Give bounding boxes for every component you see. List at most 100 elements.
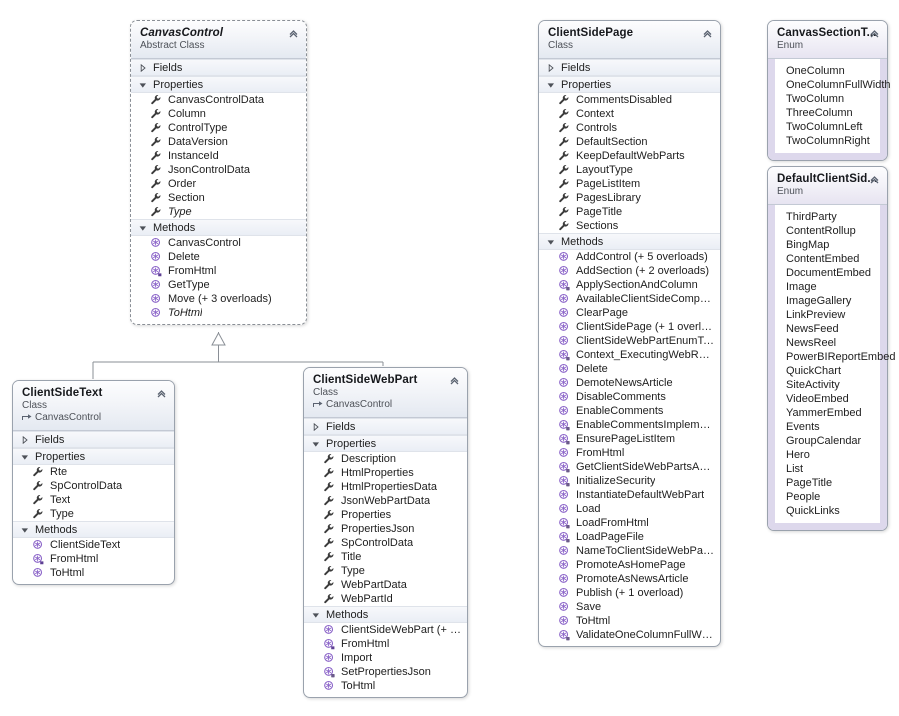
enum-value[interactable]: LinkPreview (786, 309, 846, 321)
expand-triangle-icon[interactable] (312, 422, 320, 431)
member-row[interactable]: Title (304, 550, 467, 564)
member-row[interactable]: Sections (539, 219, 720, 233)
section-header-properties[interactable]: Properties (131, 76, 306, 93)
member-row[interactable]: LoadFromHtml (539, 516, 720, 530)
member-row[interactable]: HtmlPropertiesData (304, 480, 467, 494)
enum-value[interactable]: List (786, 463, 804, 475)
collapse-triangle-icon[interactable] (547, 238, 555, 246)
member-row[interactable]: SetPropertiesJson (304, 665, 467, 679)
collapse-triangle-icon[interactable] (139, 224, 147, 232)
member-row[interactable]: ToHtml (131, 306, 306, 320)
enum-value[interactable]: TwoColumnLeft (786, 121, 863, 133)
member-row[interactable]: Section (131, 191, 306, 205)
class-node-client-side-web-part[interactable]: ClientSideWebPart Class CanvasControl Fi… (303, 367, 468, 698)
member-row[interactable]: CommentsDisabled (539, 93, 720, 107)
member-row[interactable]: ClientSideWebPart (+ 1 overl... (304, 623, 467, 637)
member-row[interactable]: Context (539, 107, 720, 121)
member-row[interactable]: ControlType (131, 121, 306, 135)
member-row[interactable]: Type (304, 564, 467, 578)
section-header-fields[interactable]: Fields (304, 418, 467, 435)
enum-value[interactable]: Hero (786, 449, 810, 461)
member-row[interactable]: Text (13, 493, 174, 507)
member-row[interactable]: LayoutType (539, 163, 720, 177)
member-row[interactable]: ToHtml (304, 679, 467, 693)
enum-value[interactable]: DocumentEmbed (786, 267, 871, 279)
member-row[interactable]: KeepDefaultWebParts (539, 149, 720, 163)
enum-value[interactable]: ThirdParty (786, 211, 837, 223)
member-row[interactable]: Properties (304, 508, 467, 522)
member-row[interactable]: AddSection (+ 2 overloads) (539, 264, 720, 278)
member-row[interactable]: ClientSideText (13, 538, 174, 552)
collapse-triangle-icon[interactable] (547, 81, 555, 89)
member-row[interactable]: InstantiateDefaultWebPart (539, 488, 720, 502)
enum-value[interactable]: People (786, 491, 821, 503)
collapse-triangle-icon[interactable] (312, 440, 320, 448)
member-row[interactable]: InitializeSecurity (539, 474, 720, 488)
member-row[interactable]: ToHtml (13, 566, 174, 580)
member-row[interactable]: PropertiesJson (304, 522, 467, 536)
member-row[interactable]: SpControlData (13, 479, 174, 493)
enum-value[interactable]: PageTitle (786, 477, 833, 489)
class-node-client-side-text[interactable]: ClientSideText Class CanvasControl Field… (12, 380, 175, 585)
member-row[interactable]: EnableCommentsImplementation (539, 418, 720, 432)
collapse-chevron-icon[interactable] (288, 28, 299, 39)
member-row[interactable]: PagesLibrary (539, 191, 720, 205)
member-row[interactable]: FromHtml (13, 552, 174, 566)
expand-triangle-icon[interactable] (139, 63, 147, 72)
member-row[interactable]: FromHtml (304, 637, 467, 651)
member-row[interactable]: Delete (131, 250, 306, 264)
member-row[interactable]: ToHtml (539, 614, 720, 628)
member-row[interactable]: LoadPageFile (539, 530, 720, 544)
section-header-fields[interactable]: Fields (131, 59, 306, 76)
section-header-fields[interactable]: Fields (539, 59, 720, 76)
member-row[interactable]: WebPartData (304, 578, 467, 592)
enum-value[interactable]: ContentRollup (786, 225, 856, 237)
member-row[interactable]: NameToClientSideWebPartEnum (539, 544, 720, 558)
member-row[interactable]: Save (539, 600, 720, 614)
member-row[interactable]: PageTitle (539, 205, 720, 219)
member-row[interactable]: ValidateOneColumnFullWidthSec... (539, 628, 720, 642)
member-row[interactable]: AvailableClientSideComponents (... (539, 292, 720, 306)
member-row[interactable]: Description (304, 452, 467, 466)
member-row[interactable]: ClientSideWebPartEnumToName (539, 334, 720, 348)
member-row[interactable]: GetType (131, 278, 306, 292)
enum-value[interactable]: Image (786, 281, 817, 293)
enum-value[interactable]: BingMap (786, 239, 830, 251)
collapse-triangle-icon[interactable] (139, 81, 147, 89)
collapse-chevron-icon[interactable] (869, 28, 880, 39)
member-row[interactable]: Type (13, 507, 174, 521)
enum-value[interactable]: GroupCalendar (786, 435, 862, 447)
collapse-triangle-icon[interactable] (21, 453, 29, 461)
section-header-properties[interactable]: Properties (304, 435, 467, 452)
expand-triangle-icon[interactable] (21, 435, 29, 444)
member-row[interactable]: EnableComments (539, 404, 720, 418)
member-row[interactable]: Context_ExecutingWebRequest (539, 348, 720, 362)
member-row[interactable]: WebPartId (304, 592, 467, 606)
member-row[interactable]: PromoteAsNewsArticle (539, 572, 720, 586)
member-row[interactable]: Move (+ 3 overloads) (131, 292, 306, 306)
member-row[interactable]: Column (131, 107, 306, 121)
collapse-chevron-icon[interactable] (156, 388, 167, 399)
member-row[interactable]: FromHtml (131, 264, 306, 278)
collapse-chevron-icon[interactable] (449, 375, 460, 386)
member-row[interactable]: HtmlProperties (304, 466, 467, 480)
member-row[interactable]: ClearPage (539, 306, 720, 320)
member-row[interactable]: PageListItem (539, 177, 720, 191)
member-row[interactable]: EnsurePageListItem (539, 432, 720, 446)
member-row[interactable]: PromoteAsHomePage (539, 558, 720, 572)
member-row[interactable]: Rte (13, 465, 174, 479)
section-header-methods[interactable]: Methods (13, 521, 174, 538)
enum-value[interactable]: SiteActivity (786, 379, 840, 391)
enum-value[interactable]: TwoColumn (786, 93, 845, 105)
member-row[interactable]: Delete (539, 362, 720, 376)
enum-value[interactable]: OneColumn (786, 65, 845, 77)
member-row[interactable]: JsonWebPartData (304, 494, 467, 508)
member-row[interactable]: InstanceId (131, 149, 306, 163)
section-header-methods[interactable]: Methods (131, 219, 306, 236)
enum-value[interactable]: NewsFeed (786, 323, 839, 335)
member-row[interactable]: Publish (+ 1 overload) (539, 586, 720, 600)
enum-value[interactable]: ImageGallery (786, 295, 852, 307)
enum-value[interactable]: YammerEmbed (786, 407, 862, 419)
member-row[interactable]: AddControl (+ 5 overloads) (539, 250, 720, 264)
